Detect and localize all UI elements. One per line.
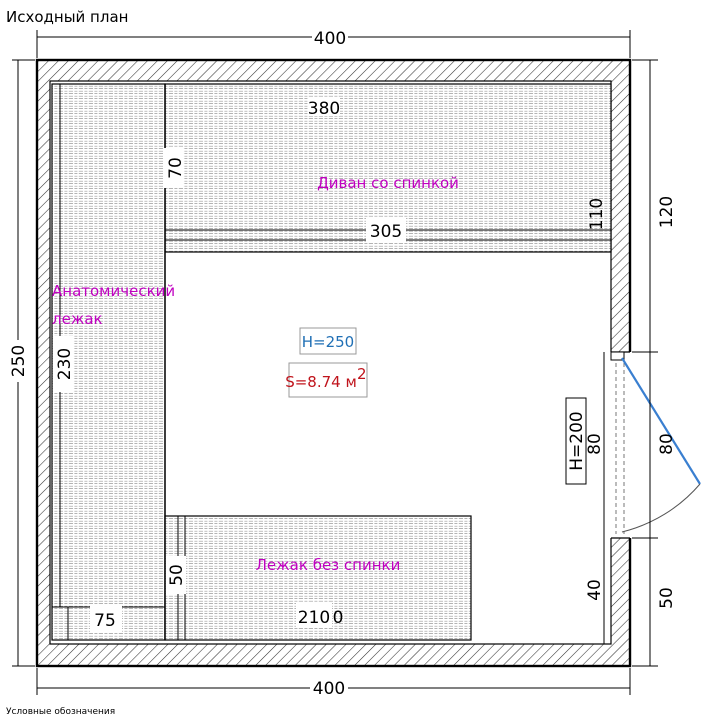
room-info: H=250 S=8.74 м 2 bbox=[285, 327, 368, 398]
legend-caption: Условные обозначения bbox=[6, 707, 115, 717]
dimension-texts: 400 400 250 120 80 50 380 305 110 70 230… bbox=[8, 27, 677, 699]
dim-right-80: 80 bbox=[657, 433, 677, 455]
dim-door-40: 40 bbox=[585, 579, 605, 601]
area-value: S=8.74 м bbox=[285, 373, 357, 391]
door-height-label: H=200 bbox=[567, 411, 587, 470]
door bbox=[608, 351, 701, 539]
dim-inner-75: 75 bbox=[94, 611, 116, 631]
ceiling-height-box bbox=[299, 327, 357, 355]
dim-inner-210: 210 bbox=[298, 608, 330, 628]
area-box bbox=[288, 362, 368, 398]
dim-inner-380: 380 bbox=[308, 99, 340, 119]
label-lounger-no-back: Лежак без спинки bbox=[256, 556, 401, 574]
benches bbox=[51, 83, 612, 641]
dim-inner-110: 110 bbox=[587, 198, 607, 230]
label-sofa-back: Диван со спинкой bbox=[317, 174, 459, 192]
label-anatomic-line2: лежак bbox=[52, 310, 103, 328]
dim-right-50: 50 bbox=[657, 587, 677, 609]
dim-top-width: 400 bbox=[314, 29, 346, 49]
area-superscript: 2 bbox=[357, 365, 367, 383]
dim-bottom-width: 400 bbox=[313, 679, 345, 699]
dim-inner-0: 0 bbox=[333, 608, 344, 628]
dim-inner-305: 305 bbox=[370, 222, 402, 242]
label-anatomic-line1: Анатомический bbox=[52, 282, 175, 300]
dim-right-120: 120 bbox=[657, 196, 677, 228]
ceiling-height: H=250 bbox=[302, 333, 354, 351]
dim-inner-70: 70 bbox=[166, 157, 186, 179]
dim-inner-230: 230 bbox=[55, 348, 75, 380]
dim-door-80: 80 bbox=[585, 433, 605, 455]
zone-labels: Диван со спинкой Анатомический лежак Леж… bbox=[52, 174, 459, 574]
door-swing-arc bbox=[621, 483, 701, 533]
door-height: H=200 bbox=[565, 397, 587, 485]
dim-left-height: 250 bbox=[9, 345, 29, 377]
dim-inner-50: 50 bbox=[167, 564, 187, 586]
door-leaf bbox=[621, 357, 701, 485]
plan-title: Исходный план bbox=[6, 8, 128, 26]
